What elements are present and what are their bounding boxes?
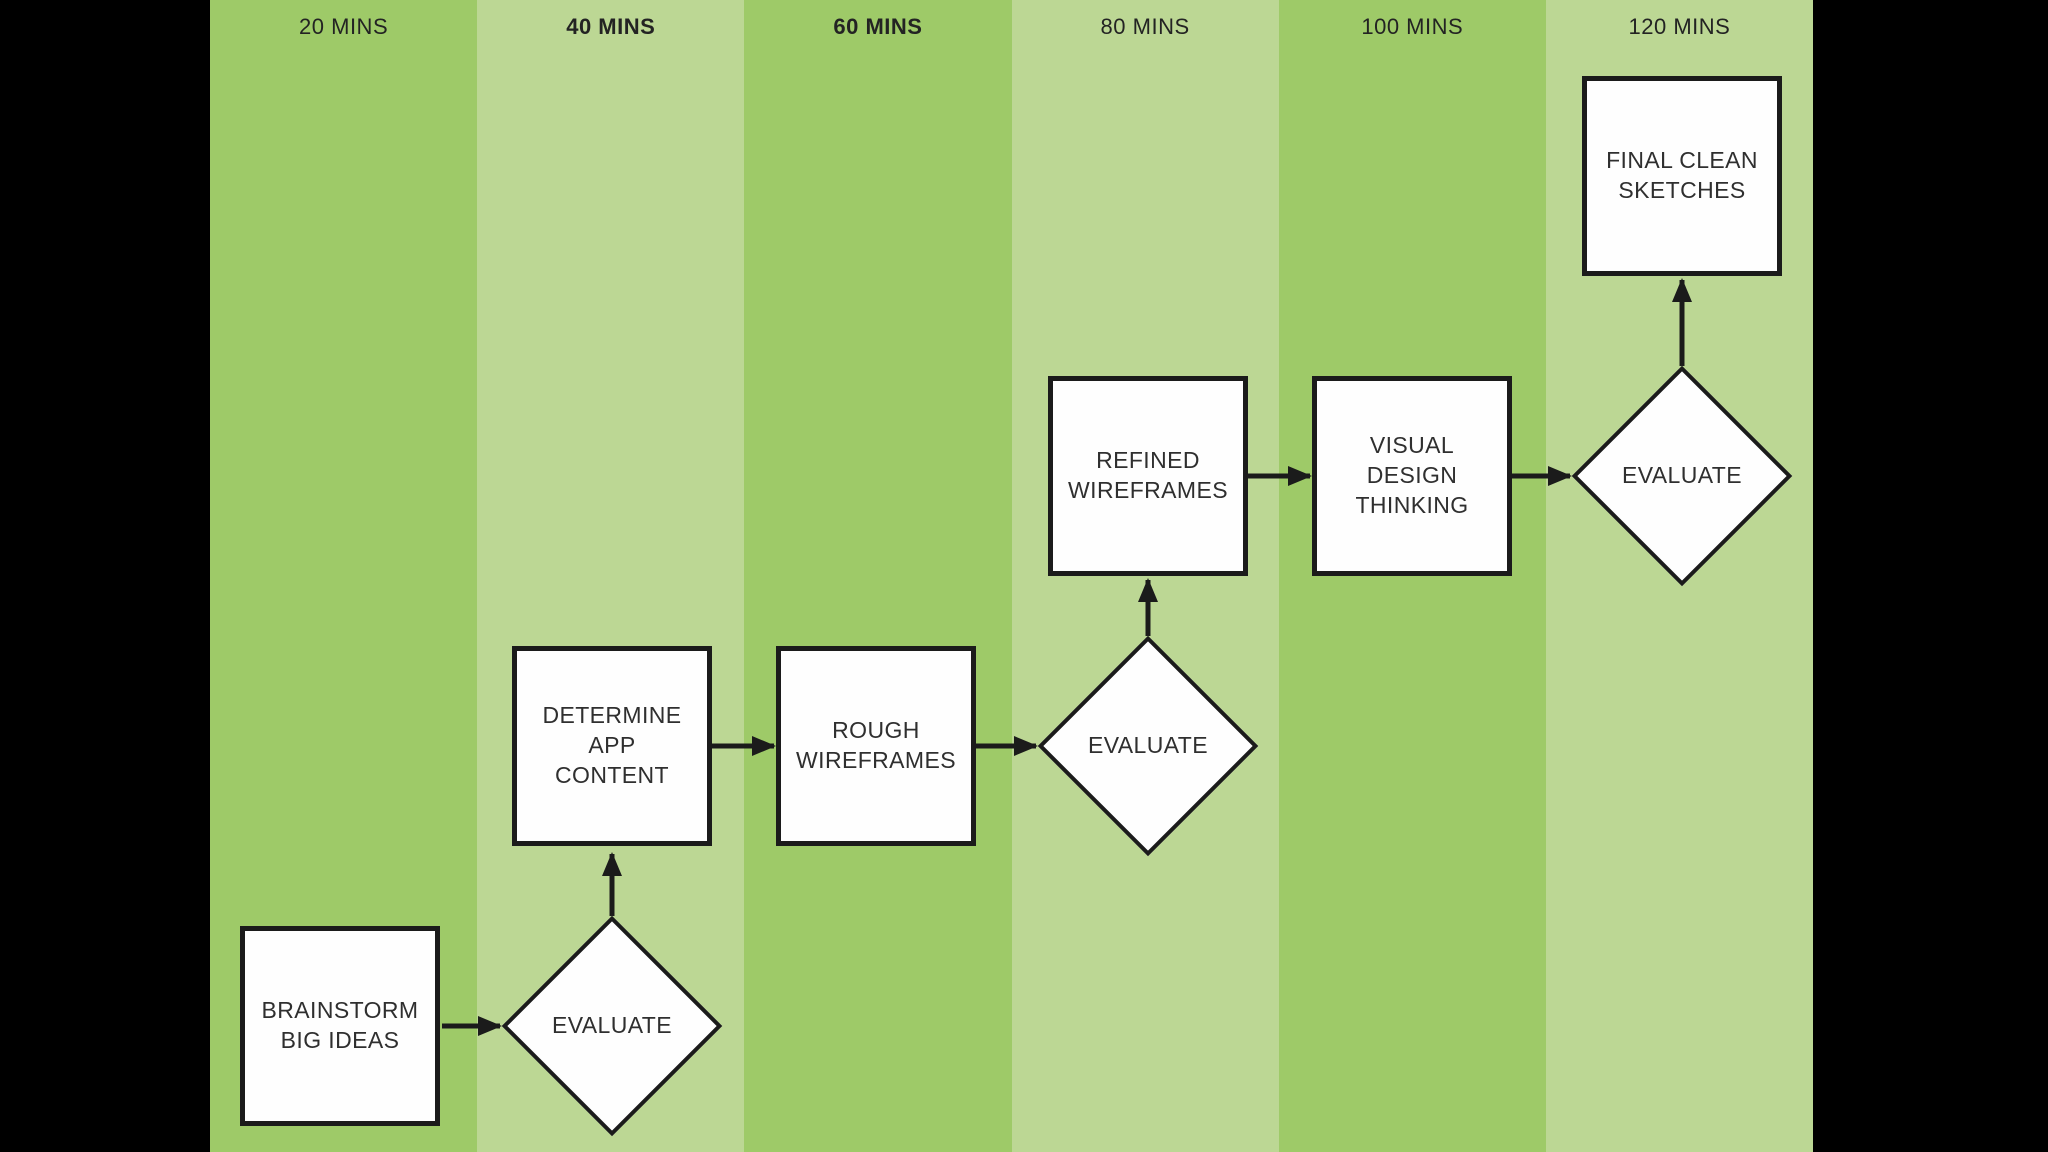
- node-label: FINAL CLEAN SKETCHES: [1606, 147, 1758, 203]
- node-refined-wireframes: REFINED WIREFRAMES: [1048, 376, 1248, 576]
- node-label: EVALUATE: [552, 1012, 672, 1039]
- column-label-100min: 100 MINS: [1361, 14, 1464, 39]
- letterbox-right: [1813, 0, 2048, 1152]
- node-label: BRAINSTORM BIG IDEAS: [261, 997, 419, 1053]
- node-evaluate-2: EVALUATE: [1037, 635, 1259, 857]
- node-visual-design-thinking: VISUAL DESIGN THINKING: [1312, 376, 1512, 576]
- column-label-40min: 40 MINS: [566, 14, 656, 39]
- node-label: EVALUATE: [1622, 462, 1742, 489]
- node-label: VISUAL DESIGN THINKING: [1355, 432, 1469, 518]
- column-label-120min: 120 MINS: [1628, 14, 1731, 39]
- node-label: REFINED WIREFRAMES: [1068, 447, 1228, 503]
- node-evaluate-3: EVALUATE: [1571, 365, 1793, 587]
- node-brainstorm-big-ideas: BRAINSTORM BIG IDEAS: [240, 926, 440, 1126]
- node-determine-app-content: DETERMINE APP CONTENT: [512, 646, 712, 846]
- timeline-column-60min: 60 MINS: [744, 0, 1012, 1152]
- letterbox-left: [0, 0, 210, 1152]
- timeline-column-80min: 80 MINS: [1011, 0, 1279, 1152]
- column-label-60min: 60 MINS: [833, 14, 923, 39]
- node-rough-wireframes: ROUGH WIREFRAMES: [776, 646, 976, 846]
- node-label: ROUGH WIREFRAMES: [796, 717, 956, 773]
- node-evaluate-1: EVALUATE: [501, 915, 723, 1137]
- timeline-column-100min: 100 MINS: [1278, 0, 1546, 1152]
- column-label-80min: 80 MINS: [1100, 14, 1190, 39]
- node-final-clean-sketches: FINAL CLEAN SKETCHES: [1582, 76, 1782, 276]
- column-label-20min: 20 MINS: [299, 14, 389, 39]
- node-label: EVALUATE: [1088, 732, 1208, 759]
- node-label: DETERMINE APP CONTENT: [542, 702, 682, 788]
